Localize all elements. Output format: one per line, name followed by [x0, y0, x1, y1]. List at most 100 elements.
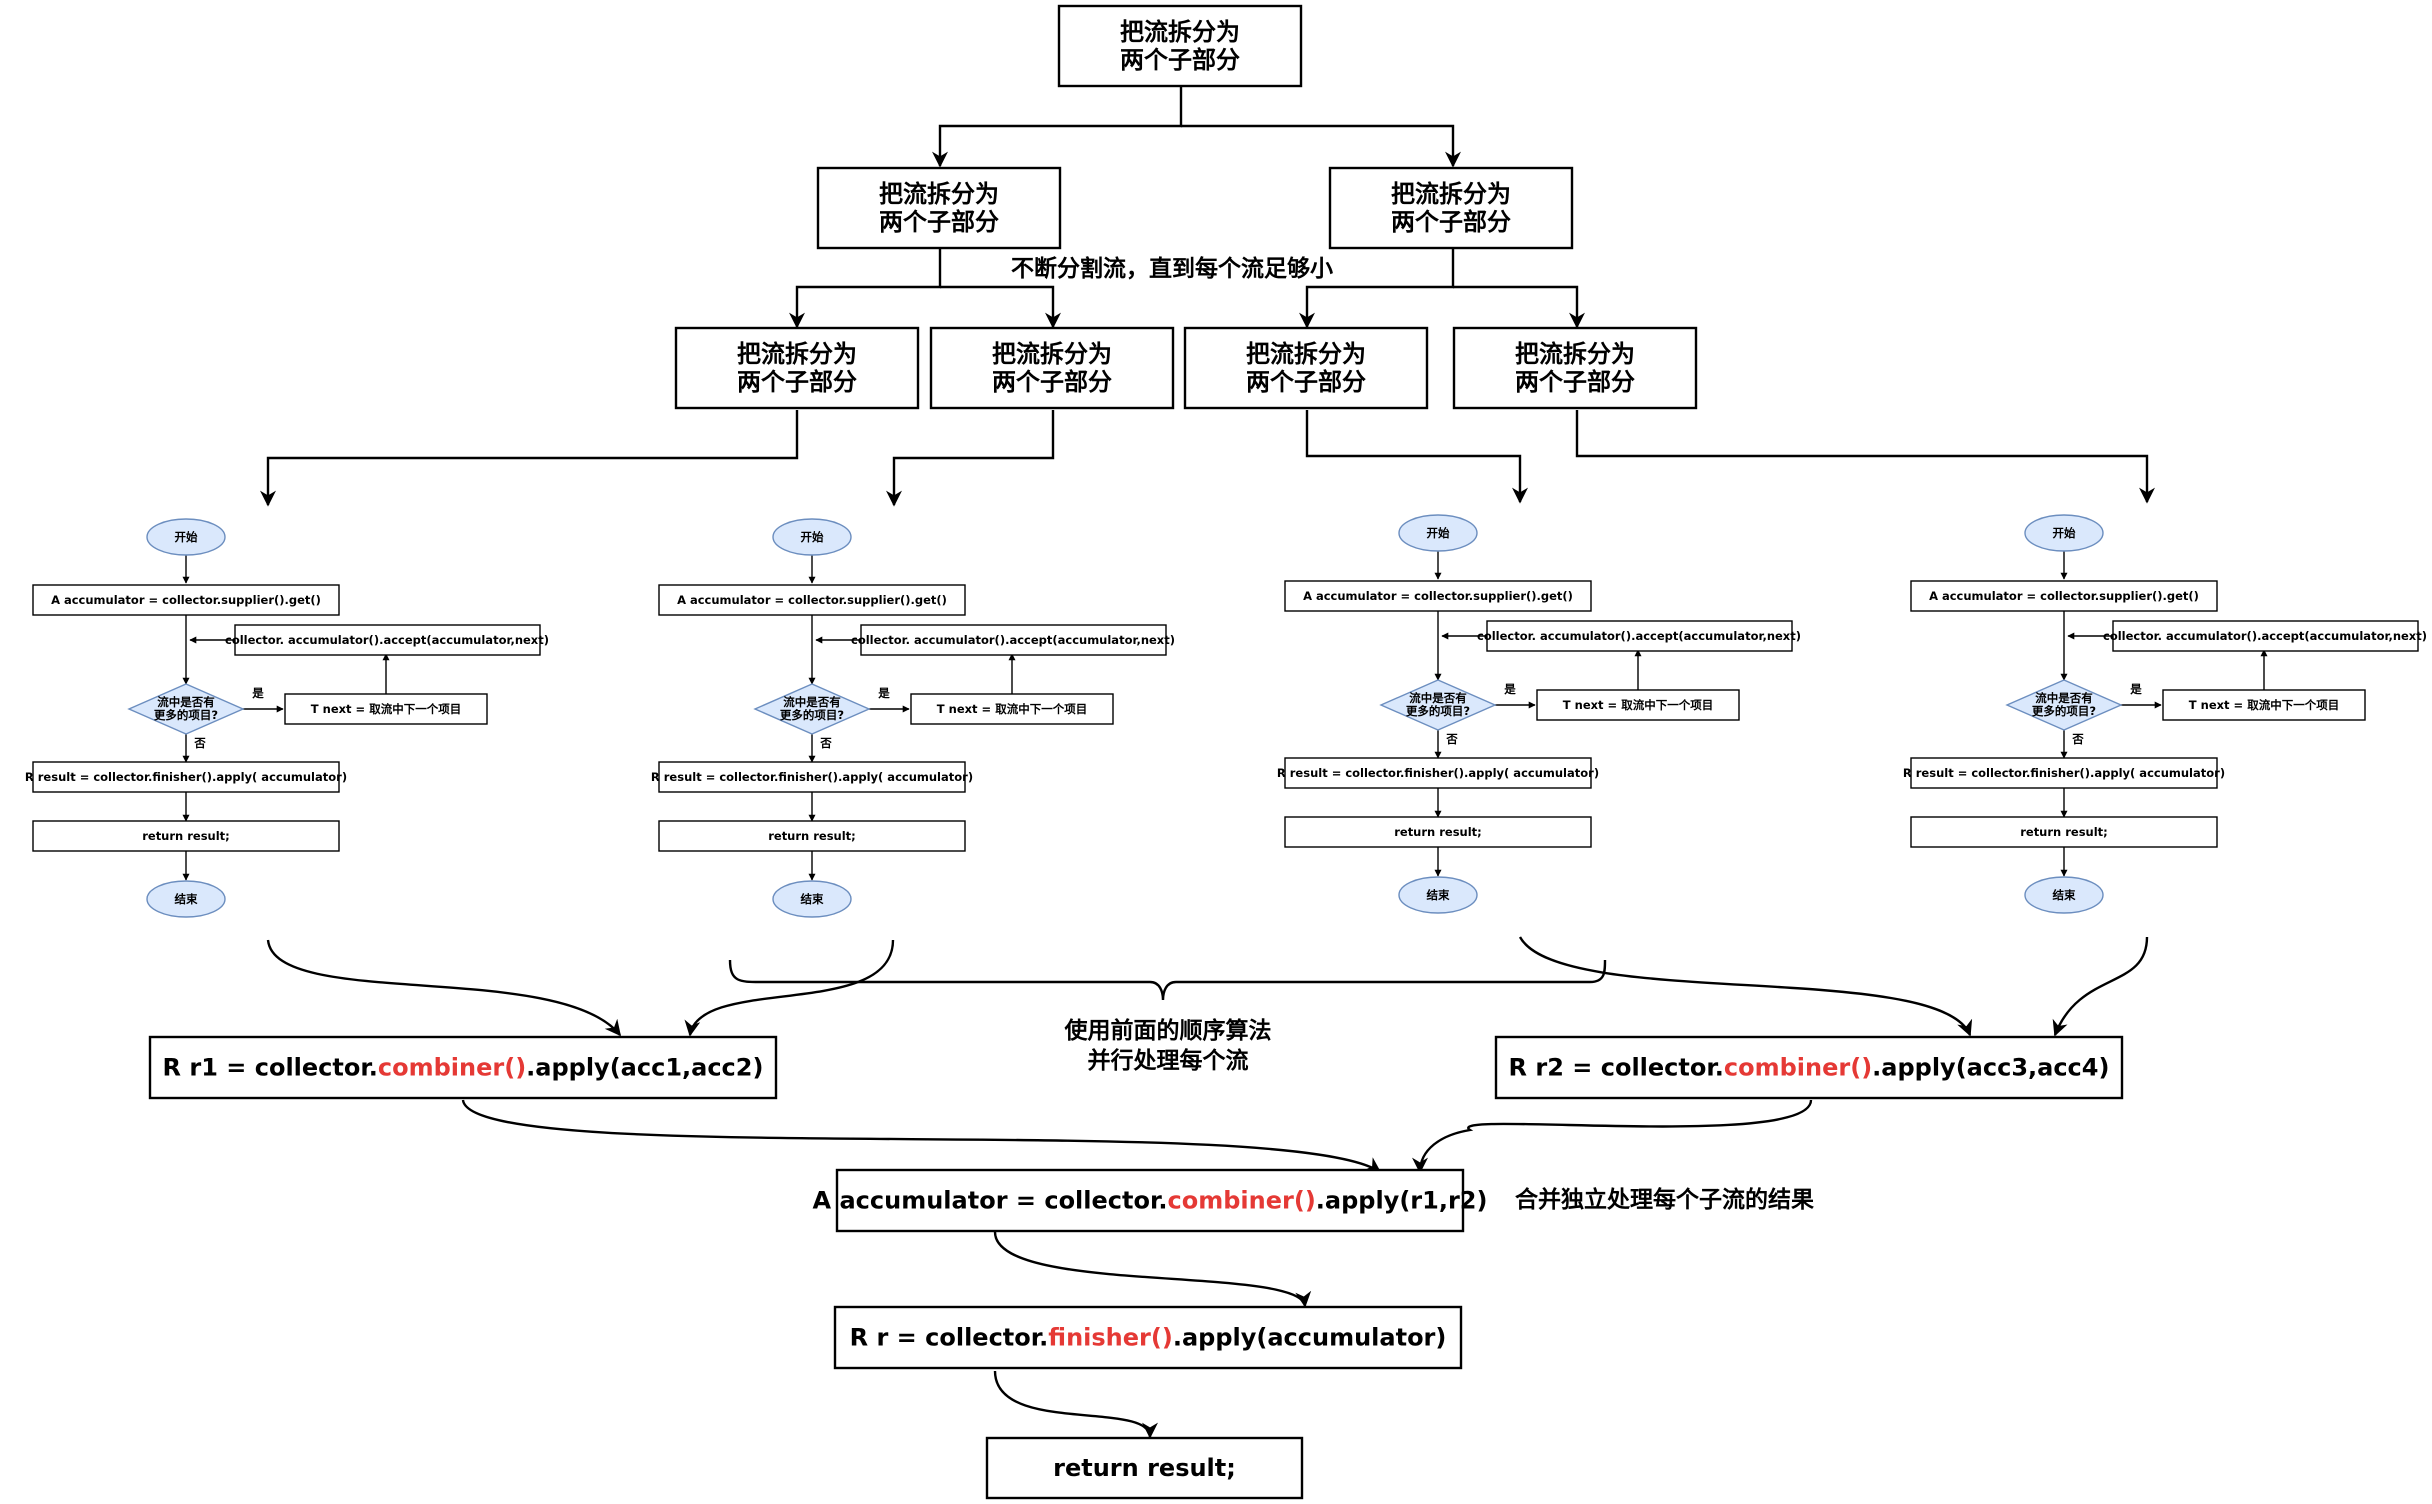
decision-diamond: [1379, 679, 1497, 731]
yes-label: 是: [1503, 682, 1516, 696]
split-tree-connectors: [260, 86, 2155, 507]
sequential-flow-2: 开始 A accumulator = collector.supplier().g…: [651, 518, 1175, 918]
split-box-1: 把流拆分为两个子部分: [1057, 4, 1303, 88]
split-box-label-line-1: 把流拆分为: [1391, 180, 1511, 208]
supplier-label: A accumulator = collector.supplier().get…: [1929, 589, 2199, 603]
split-box-border: [1328, 166, 1574, 250]
split-box-7: 把流拆分为两个子部分: [1452, 326, 1698, 410]
combine-r2-box-part-3: .apply(acc3,acc4): [1872, 1054, 2109, 1082]
yes-label: 是: [2129, 682, 2142, 696]
decision-diamond: [127, 683, 245, 735]
yes-label: 是: [251, 686, 264, 700]
start-node: [772, 518, 852, 556]
supplier-label: A accumulator = collector.supplier().get…: [1303, 589, 1573, 603]
split-box-2: 把流拆分为两个子部分: [816, 166, 1062, 250]
decision-label-line-1: 流中是否有: [783, 695, 841, 709]
accept-box: [860, 624, 1167, 656]
split-box-border: [674, 326, 920, 410]
combine-r2-box-part-1: R r2 = collector.: [1509, 1054, 1724, 1082]
supplier-box: [32, 584, 340, 616]
supplier-label: A accumulator = collector.supplier().get…: [677, 593, 947, 607]
combine-r1-box-part-3: .apply(acc1,acc2): [526, 1054, 763, 1082]
start-node: [146, 518, 226, 556]
annotation-parallel: 使用前面的顺序算法并行处理每个流: [1064, 1017, 1272, 1074]
combine-r1-box: R r1 = collector.combiner().apply(acc1,a…: [148, 1035, 778, 1100]
next-item-label: T next = 取流中下一个项目: [937, 702, 1087, 716]
finisher-label: R result = collector.finisher().apply( a…: [1903, 766, 2225, 780]
combine-accumulator-box-part-1: A accumulator = collector.: [813, 1187, 1168, 1215]
finisher-result-box-part-1: R r = collector.: [850, 1324, 1049, 1352]
end-node: [772, 880, 852, 918]
sequential-flow-4: 开始 A accumulator = collector.supplier().g…: [1903, 514, 2427, 914]
end-label: 结束: [800, 892, 824, 906]
split-box-4: 把流拆分为两个子部分: [674, 326, 920, 410]
accept-box: [1486, 620, 1793, 652]
split-box-label: 把流拆分为两个子部分: [737, 340, 857, 396]
return-box: [1284, 816, 1592, 848]
decision-label-line-1: 流中是否有: [1409, 691, 1467, 705]
accept-label: collector. accumulator().accept(accumula…: [1477, 629, 1801, 643]
decision-diamond: [753, 683, 871, 735]
split-box-label-line-1: 把流拆分为: [1515, 340, 1635, 368]
return-result-box-border: [985, 1436, 1304, 1500]
decision-diamond: [2005, 679, 2123, 731]
annotation-merge: 合并独立处理每个子流的结果: [1515, 1186, 1814, 1213]
yes-label: 是: [877, 686, 890, 700]
return-box: [1910, 816, 2218, 848]
finisher-result-box-part-2: finisher(): [1048, 1324, 1173, 1352]
split-box-label-line-2: 两个子部分: [1515, 368, 1635, 396]
combine-r1-box-part-1: R r1 = collector.: [163, 1054, 378, 1082]
next-item-box: [284, 693, 488, 725]
decision-label-line-1: 流中是否有: [2035, 691, 2093, 705]
end-label: 结束: [2052, 888, 2077, 902]
no-label: 否: [819, 736, 832, 750]
split-box-label-line-1: 把流拆分为: [879, 180, 999, 208]
finisher-result-box-part-3: .apply(accumulator): [1173, 1324, 1447, 1352]
flow-connectors: [2060, 551, 2268, 877]
split-box-label-line-2: 两个子部分: [737, 368, 857, 396]
annotation-parallel-line-1: 使用前面的顺序算法: [1064, 1017, 1272, 1044]
finisher-box: [1284, 757, 1592, 789]
decision-label-line-1: 流中是否有: [157, 695, 215, 709]
supplier-box: [1910, 580, 2218, 612]
end-node: [2024, 876, 2104, 914]
supplier-label: A accumulator = collector.supplier().get…: [51, 593, 321, 607]
combine-r1-box-part-2: combiner(): [378, 1054, 526, 1082]
split-box-border: [929, 326, 1175, 410]
next-item-box: [2162, 689, 2366, 721]
next-item-label: T next = 取流中下一个项目: [2189, 698, 2339, 712]
flow-connectors: [808, 555, 1016, 881]
combine-r2-box-border: [1494, 1035, 2124, 1100]
start-label: 开始: [801, 530, 824, 544]
split-box-label: 把流拆分为两个子部分: [1246, 340, 1366, 396]
decision-label-line-2: 更多的项目?: [780, 708, 844, 722]
no-label: 否: [193, 736, 206, 750]
split-box-border: [816, 166, 1062, 250]
no-label: 否: [2071, 732, 2084, 746]
end-label: 结束: [1426, 888, 1450, 902]
start-label: 开始: [2053, 526, 2077, 540]
split-box-label-line-2: 两个子部分: [879, 208, 999, 236]
return-label: return result;: [768, 829, 856, 843]
decision-label: 流中是否有更多的项目?: [2032, 691, 2096, 718]
start-label: 开始: [175, 530, 198, 544]
combine-connectors: [266, 936, 2149, 1439]
split-box-label: 把流拆分为两个子部分: [992, 340, 1112, 396]
split-box-label-line-2: 两个子部分: [1120, 46, 1240, 74]
split-box-label-line-2: 两个子部分: [992, 368, 1112, 396]
split-box-label: 把流拆分为两个子部分: [879, 180, 999, 236]
decision-label-line-2: 更多的项目?: [154, 708, 218, 722]
split-box-label: 把流拆分为两个子部分: [1120, 18, 1240, 74]
split-box-label: 把流拆分为两个子部分: [1515, 340, 1635, 396]
split-box-label-line-1: 把流拆分为: [992, 340, 1112, 368]
end-node: [1398, 876, 1478, 914]
return-label: return result;: [1394, 825, 1482, 839]
decision-label: 流中是否有更多的项目?: [154, 695, 218, 722]
split-box-border: [1452, 326, 1698, 410]
finisher-label: R result = collector.finisher().apply( a…: [25, 770, 347, 784]
return-box: [32, 820, 340, 852]
return-label: return result;: [142, 829, 230, 843]
combine-accumulator-box-part-3: .apply(r1,r2): [1316, 1187, 1488, 1215]
split-box-label-line-1: 把流拆分为: [737, 340, 857, 368]
